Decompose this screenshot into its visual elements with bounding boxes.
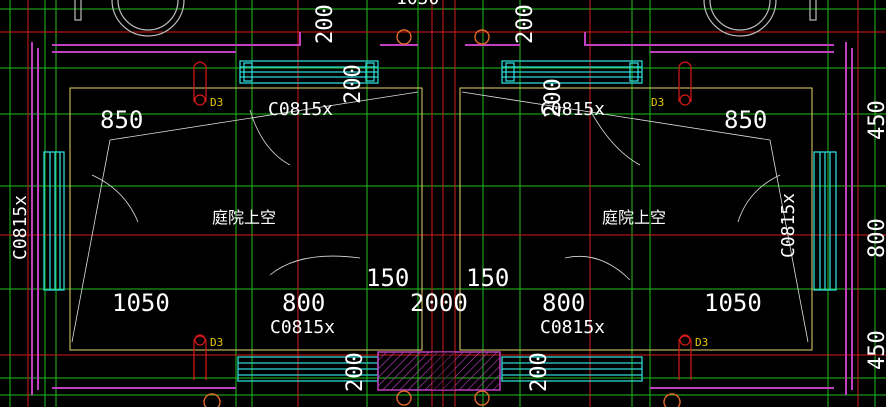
win-tag-bot-right: C0815x: [540, 317, 605, 338]
room-name-right: 庭院上空: [602, 208, 666, 227]
window-right-vertical[interactable]: [813, 151, 837, 291]
dim-800-right: 800: [542, 289, 585, 317]
edge-450-top: 450: [865, 100, 886, 140]
room-name-left: 庭院上空: [212, 208, 276, 227]
downpipe-markers[interactable]: [193, 61, 692, 380]
dim-850-left: 850: [100, 106, 143, 134]
roof-slope-lines: [71, 91, 809, 343]
room-outline-right[interactable]: [459, 87, 813, 351]
window-tags: C0815x C0815x C0815x C0815x C0815x C0815…: [10, 99, 799, 338]
d3-tag-top-right: D3: [651, 96, 664, 109]
top-fixtures: [74, 0, 817, 37]
drain-circles: [203, 29, 681, 407]
dim-150-right: 150: [466, 264, 509, 292]
window-top-left[interactable]: [239, 60, 379, 84]
hatched-column: [377, 351, 501, 391]
top-cut-1050: 1050: [396, 0, 439, 9]
window-left-vertical[interactable]: [43, 151, 65, 291]
edge-800: 800: [865, 218, 886, 258]
dim-1050-right: 1050: [704, 289, 762, 317]
edge-450-bot: 450: [865, 330, 886, 370]
dim-800-left: 800: [282, 289, 325, 317]
win-tag-bot-left: C0815x: [270, 317, 335, 338]
dim-1050-left: 1050: [112, 289, 170, 317]
dim-850-right: 850: [724, 106, 767, 134]
dim-200-mid-left: 200: [341, 64, 366, 104]
room-names: 庭院上空 庭院上空: [212, 208, 666, 227]
dim-center-2000: 2000: [410, 289, 468, 317]
dimension-texts: 850 850 1050 1050 800 800 150 150 2000 1…: [100, 0, 886, 392]
dim-200-top-left: 200: [313, 4, 338, 44]
win-tag-top-right: C0815x: [540, 99, 605, 120]
dim-150-left: 150: [366, 264, 409, 292]
d3-tag-bot-left: D3: [210, 336, 223, 349]
window-top-right[interactable]: [501, 60, 643, 84]
dim-200-bot-left: 200: [343, 352, 368, 392]
room-outline-left[interactable]: [69, 87, 423, 351]
d3-tag-bot-right: D3: [695, 336, 708, 349]
win-tag-top-left: C0815x: [268, 99, 333, 120]
d3-tag-top-left: D3: [210, 96, 223, 109]
dim-200-mid-right: 200: [541, 78, 566, 118]
dim-200-bot-right: 200: [527, 352, 552, 392]
win-tag-left-vertical: C0815x: [10, 195, 31, 260]
walls: [31, 32, 853, 395]
dim-200-top-right: 200: [513, 4, 538, 44]
d3-tags: D3 D3 D3 D3: [210, 96, 708, 349]
window-bottom-right[interactable]: [501, 356, 643, 382]
win-tag-right-vertical: C0815x: [778, 193, 799, 258]
